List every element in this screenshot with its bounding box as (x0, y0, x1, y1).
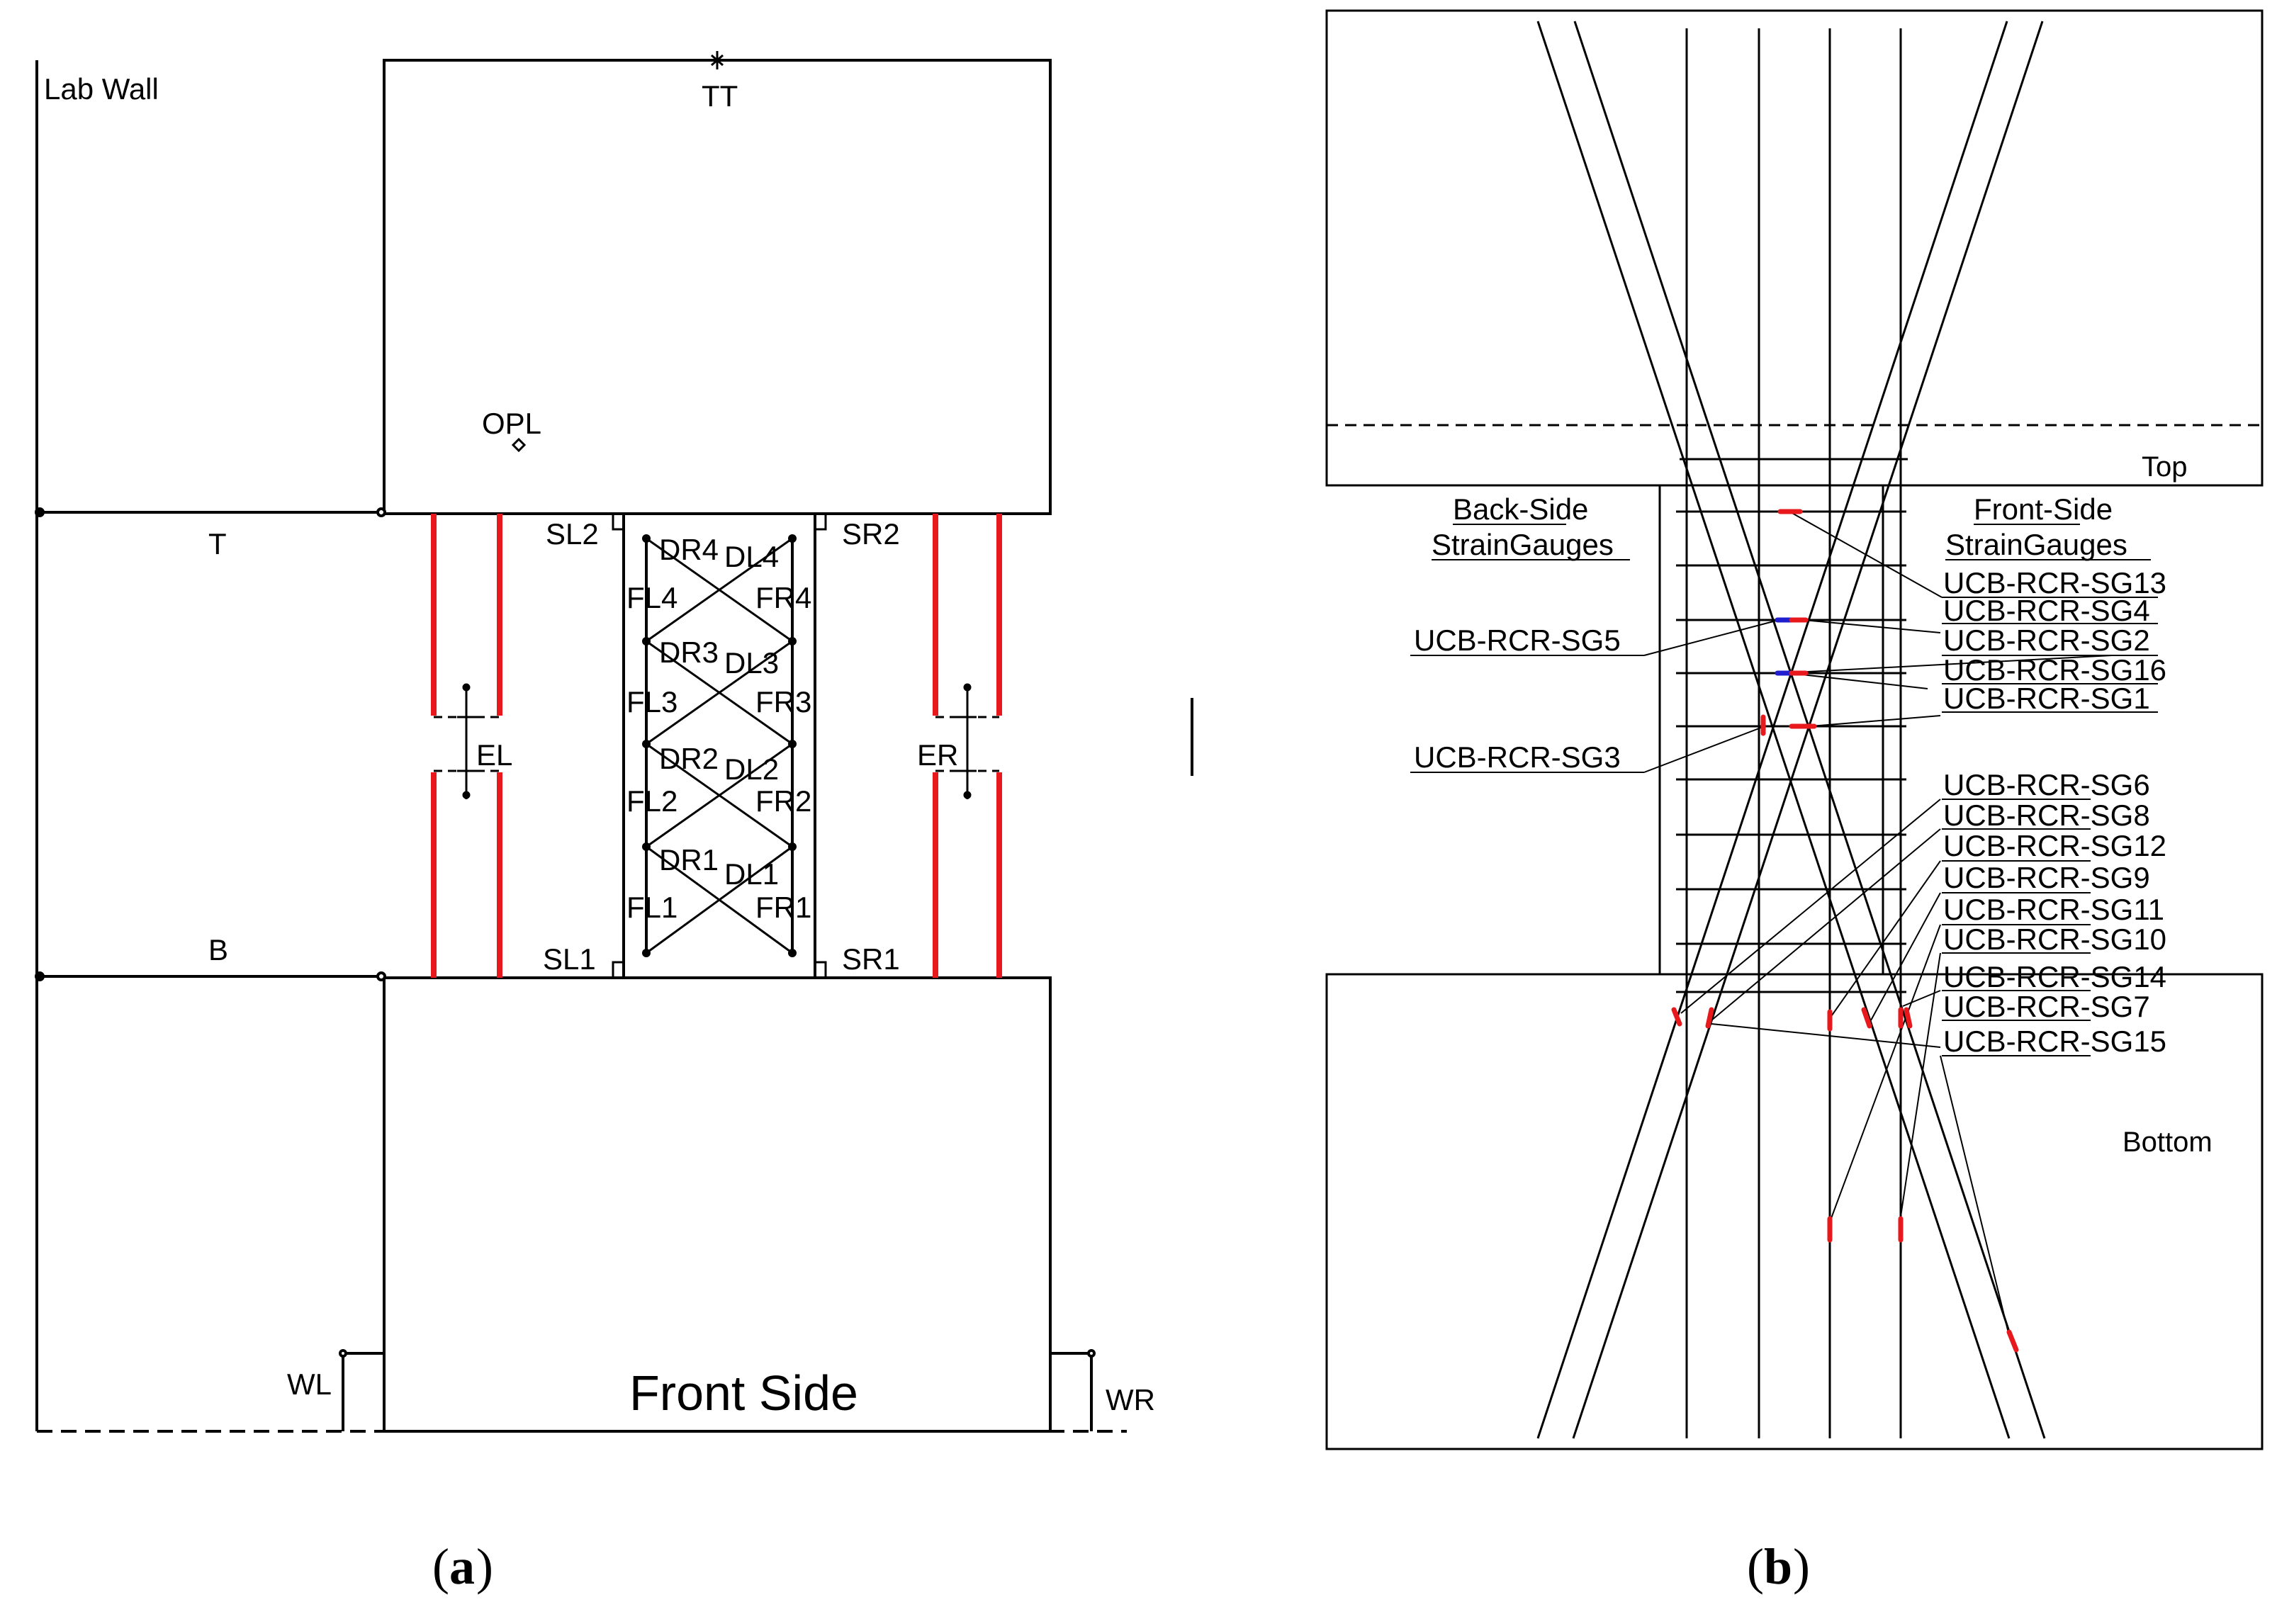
top-label: Top (2142, 451, 2188, 483)
panel-a-labels: Lab Wall TT OPL T B EL ER SL2 SR2 SL1 SR… (44, 72, 1155, 1421)
sl2-label: SL2 (546, 517, 599, 551)
wl-label: WL (287, 1368, 332, 1401)
fr3-label: FR3 (755, 685, 811, 718)
sr2-label: SR2 (842, 517, 900, 551)
dr3-label: DR3 (659, 636, 719, 669)
gauge-label-sg2: UCB-RCR-SG2 (1943, 624, 2150, 657)
gauge-label-sg10: UCB-RCR-SG10 (1943, 923, 2166, 956)
dl4-label: DL4 (724, 540, 779, 573)
gauge-label-sg1: UCB-RCR-SG1 (1943, 682, 2150, 715)
dl2-label: DL2 (724, 752, 779, 786)
gauge-label-sg7: UCB-RCR-SG7 (1943, 990, 2150, 1023)
gauge-label-sg15: UCB-RCR-SG15 (1943, 1025, 2166, 1058)
caption-a-label: a (449, 1538, 475, 1595)
panel-b (1325, 9, 2264, 1450)
top-block (383, 59, 1052, 515)
gauge-label-sg5: UCB-RCR-SG5 (1414, 624, 1621, 657)
er-label: ER (917, 738, 958, 772)
caption-a-open: ( (432, 1538, 449, 1595)
back-side-header-2: StrainGauges (1432, 528, 1614, 561)
fr2-label: FR2 (755, 784, 811, 818)
tt-label: TT (702, 79, 738, 113)
wr-label: WR (1106, 1383, 1155, 1416)
t-label: T (208, 527, 227, 560)
el-label: EL (476, 738, 512, 772)
gauge-label-sg16: UCB-RCR-SG16 (1943, 653, 2166, 687)
bottom-block (383, 976, 1052, 1433)
fr1-label: FR1 (755, 891, 811, 924)
front-side-header-1: Front-Side (1974, 492, 2113, 526)
dl1-label: DL1 (724, 857, 779, 891)
caption-b-close: ) (1793, 1538, 1810, 1595)
dr4-label: DR4 (659, 533, 719, 566)
gauge-label-sg4: UCB-RCR-SG4 (1943, 594, 2150, 627)
fl4-label: FL4 (626, 581, 678, 614)
bottom-label: Bottom (2123, 1127, 2213, 1158)
caption-b-open: ( (1747, 1538, 1764, 1595)
gauge-label-sg8: UCB-RCR-SG8 (1943, 799, 2150, 832)
gauge-label-sg11: UCB-RCR-SG11 (1943, 893, 2164, 926)
back-side-header-1: Back-Side (1453, 492, 1588, 526)
b-label: B (208, 933, 228, 966)
panel-b-labels: Top Bottom Back-Side StrainGauges Front-… (1414, 451, 2213, 1158)
column (622, 512, 816, 979)
strain-gauge-marks (1671, 509, 2019, 1353)
gauge-label-sg14: UCB-RCR-SG14 (1943, 960, 2166, 993)
dr1-label: DR1 (659, 843, 719, 876)
column-region (1658, 484, 1884, 976)
gauge-label-sg13: UCB-RCR-SG13 (1943, 566, 2166, 599)
caption-a-close: ) (476, 1538, 493, 1595)
gauge-label-sg9: UCB-RCR-SG9 (1943, 861, 2150, 894)
gauge-label-sg6: UCB-RCR-SG6 (1943, 768, 2150, 801)
opl-label: OPL (482, 407, 541, 440)
gauge-label-sg12: UCB-RCR-SG12 (1943, 829, 2166, 862)
front-side-label: Front Side (629, 1365, 858, 1421)
gauge-label-sg3: UCB-RCR-SG3 (1414, 740, 1621, 774)
panel-a (35, 51, 1193, 1433)
fl1-label: FL1 (626, 891, 678, 924)
fl2-label: FL2 (626, 784, 678, 818)
sl1-label: SL1 (543, 942, 596, 976)
front-side-header-2: StrainGauges (1945, 528, 2127, 561)
dl3-label: DL3 (724, 646, 779, 680)
lab-wall-label: Lab Wall (44, 72, 159, 106)
top-region (1325, 9, 2264, 487)
caption-b-label: b (1764, 1538, 1792, 1595)
sr1-label: SR1 (842, 942, 900, 976)
fr4-label: FR4 (755, 581, 811, 614)
fl3-label: FL3 (626, 685, 678, 718)
dr2-label: DR2 (659, 742, 719, 775)
